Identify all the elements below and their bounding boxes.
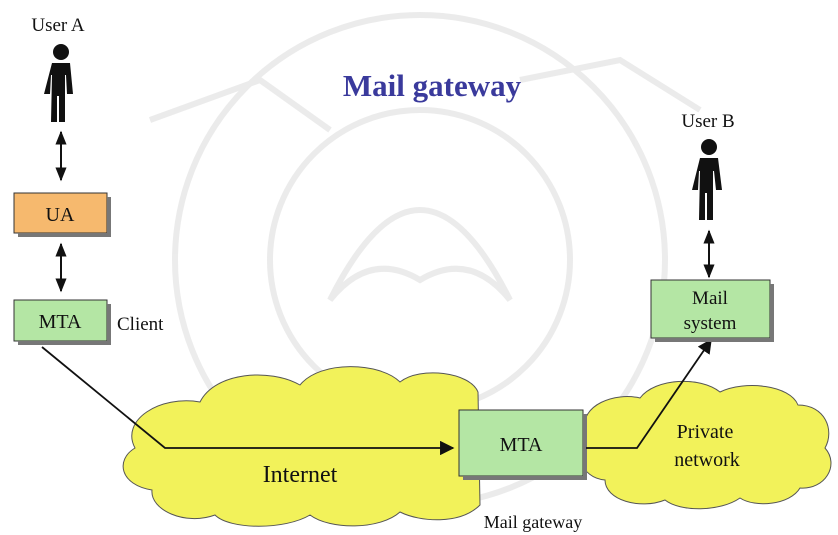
private-network-cloud	[578, 380, 832, 510]
mta-gateway-label: MTA	[500, 434, 543, 456]
person-icon	[692, 139, 722, 220]
diagram-title: Mail gateway	[343, 68, 522, 103]
mail-system-label-line1: Mail	[692, 288, 728, 309]
private-network-label-line1: Private	[677, 421, 734, 443]
internet-cloud	[122, 366, 481, 527]
mail-system-box	[650, 279, 771, 339]
user-b-label: User B	[681, 111, 734, 132]
private-network-label-line2: network	[674, 449, 740, 471]
gateway-to-mail-system-arrow	[586, 338, 712, 449]
internet-label: Internet	[263, 462, 338, 488]
mail-system-label-line2: system	[684, 313, 737, 334]
client-to-gateway-arrow	[41, 346, 455, 456]
user-a-label: User A	[31, 15, 85, 36]
mta-client-label: MTA	[39, 311, 82, 333]
mta-gateway-box	[458, 409, 584, 477]
mail-gateway-label: Mail gateway	[484, 512, 582, 532]
ua-label: UA	[46, 204, 75, 226]
client-label: Client	[117, 314, 164, 335]
mta-client-box	[13, 299, 108, 342]
person-icon	[44, 44, 73, 122]
